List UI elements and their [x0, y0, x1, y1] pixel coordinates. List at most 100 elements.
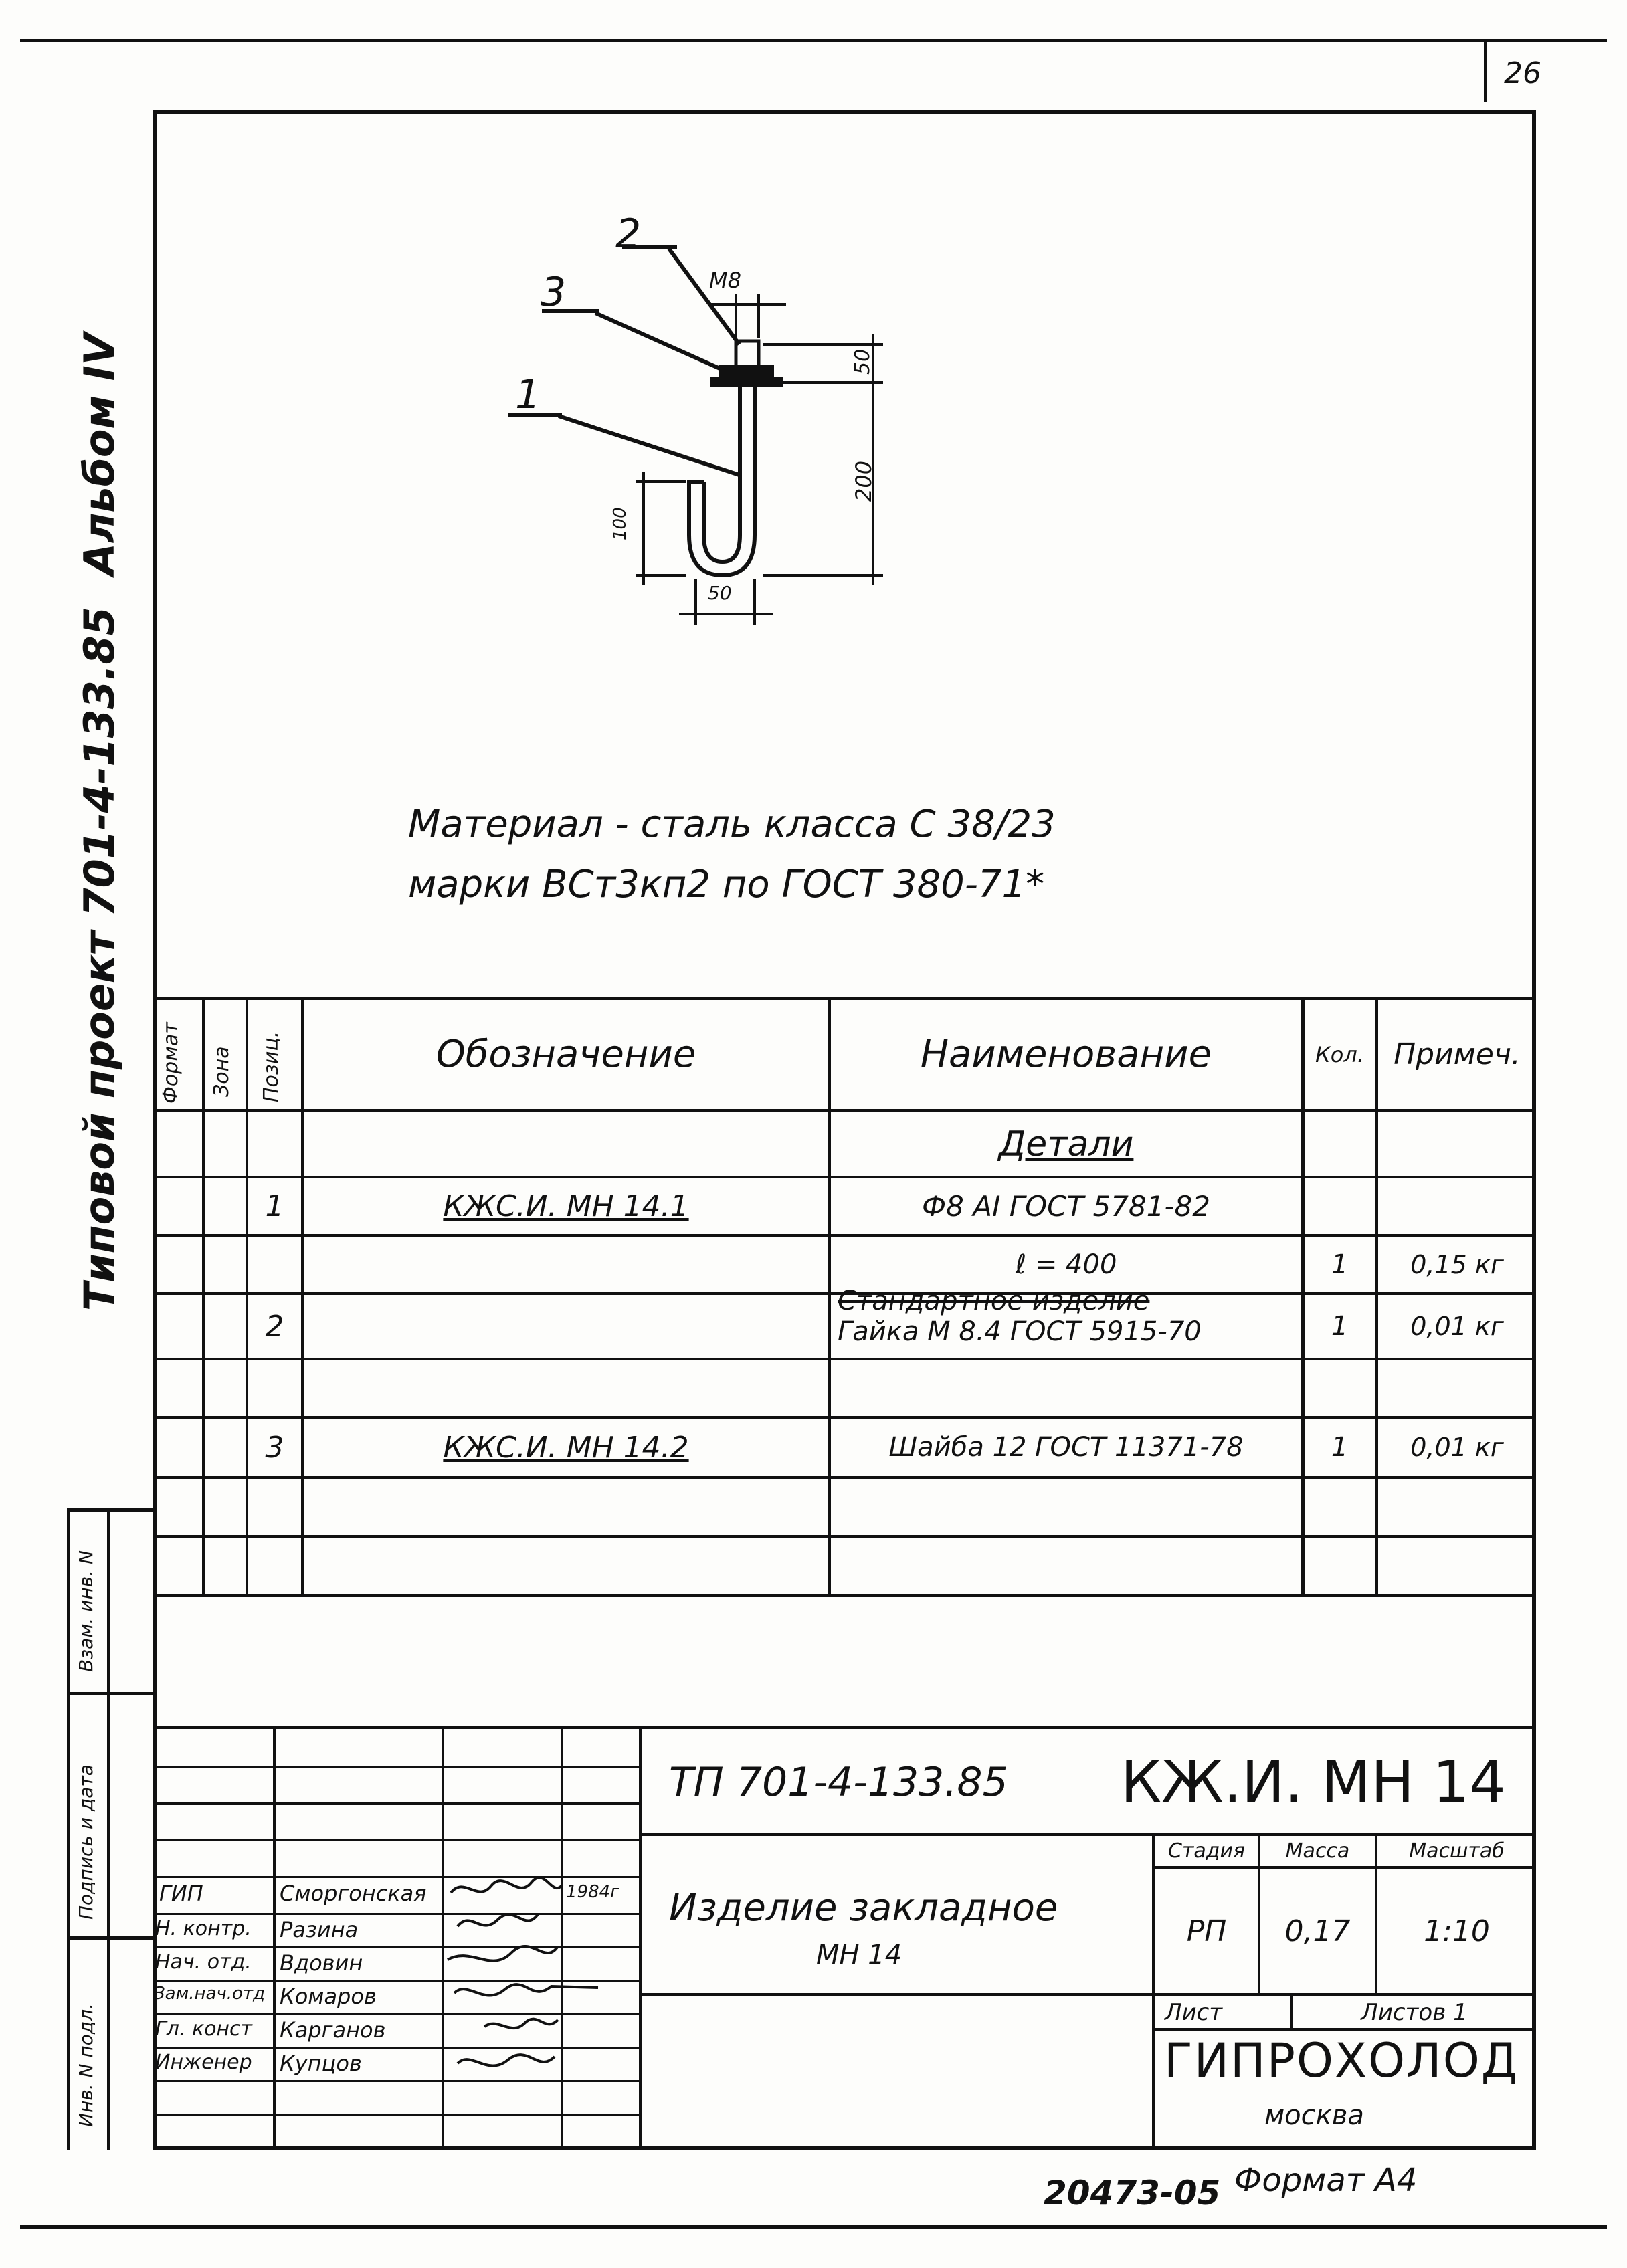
tb-code: ТП 701-4-133.85 — [669, 1759, 1008, 1806]
tb-l-h6 — [153, 1946, 641, 1948]
spec-top — [153, 997, 1536, 1000]
dim-length-label: 200 — [851, 460, 876, 502]
row4-note: 0,01 кг — [1410, 1433, 1504, 1462]
tb-date: 1984г — [566, 1882, 619, 1902]
tb-mass: 0,17 — [1284, 1914, 1351, 1948]
tb-l-h5 — [153, 1913, 641, 1915]
row2-note: 0,15 кг — [1410, 1249, 1504, 1279]
row3-note: 0,01 кг — [1410, 1312, 1504, 1341]
tb-l-h2 — [153, 1802, 641, 1805]
tb-r-v1 — [1152, 1833, 1155, 2150]
tb-sheets-label: Листов 1 — [1361, 1998, 1468, 2026]
anchor-drawing — [508, 245, 883, 625]
washer — [710, 377, 783, 387]
tb-r-v2 — [1258, 1833, 1260, 1993]
margin-inner — [107, 1508, 110, 2150]
margin-inv: Инв. N подл. — [75, 2003, 97, 2127]
side-project-title: Типовой проект 701-4-133.85 — [75, 607, 124, 1311]
staff-name-nkontr: Разина — [280, 1917, 359, 1942]
row2-qty: 1 — [1331, 1249, 1349, 1280]
spec-bottom — [153, 1594, 1536, 1597]
tb-stage: РП — [1186, 1914, 1227, 1948]
margin-vzam: Взам. инв. N — [75, 1550, 97, 1672]
tb-top — [153, 1726, 1536, 1729]
spec-col-1 — [202, 997, 205, 1595]
margin-sep-1 — [67, 1692, 154, 1695]
spec-col-2 — [246, 997, 248, 1595]
tb-l-v2 — [442, 1726, 444, 2150]
spec-row-line-7 — [153, 1535, 1536, 1538]
row2-name: ℓ = 400 — [1015, 1249, 1117, 1280]
tb-l-h3 — [153, 1839, 641, 1841]
header-pos: Позиц. — [260, 1031, 283, 1102]
sheet-bottom-rule — [20, 2225, 1607, 2229]
tb-r-h4 — [1152, 2028, 1536, 2031]
tb-l-h4 — [153, 1876, 641, 1878]
spec-row-line-3 — [153, 1292, 1536, 1295]
footer-archive: 20473-05 — [1044, 2174, 1221, 2212]
callout-leader-1b — [558, 414, 740, 477]
tb-r-v4 — [1290, 1993, 1293, 2028]
staff-name-glkonst: Карганов — [280, 2017, 386, 2043]
thread-end — [734, 339, 761, 370]
tb-title-line1: Изделие закладное — [669, 1886, 1058, 1930]
callout-1: 1 — [515, 371, 541, 418]
tb-l-h8 — [153, 2013, 641, 2015]
row3-qty: 1 — [1331, 1311, 1349, 1342]
dim-hook-depth-label: 100 — [610, 507, 630, 540]
spec-row-line-6 — [153, 1476, 1536, 1479]
staff-role-nkontr: Н. контр. — [155, 1917, 252, 1940]
row1-designation: КЖС.И. МН 14.1 — [443, 1189, 689, 1223]
staff-name-inzh: Купцов — [280, 2051, 362, 2076]
main-frame — [153, 110, 1536, 2150]
tb-mass-label: Масса — [1285, 1839, 1350, 1863]
tb-r-h1 — [639, 1833, 1536, 1836]
staff-name-nachotd: Вдовин — [280, 1950, 363, 1976]
tb-scale: 1:10 — [1424, 1914, 1490, 1948]
material-line-2: марки ВСт3кп2 по ГОСТ 380-71* — [408, 863, 1045, 906]
callout-2: 2 — [615, 211, 642, 257]
staff-role-zamnach: Зам.нач.отд — [154, 1984, 266, 2004]
tb-sheet-label: Лист — [1165, 1998, 1223, 2026]
row3-pos: 2 — [265, 1309, 284, 1344]
row4-designation: КЖС.И. МН 14.2 — [443, 1430, 689, 1465]
tb-org: ГИПРОХОЛОД — [1164, 2033, 1519, 2088]
tb-l-v4 — [639, 1726, 642, 2150]
tb-r-h3 — [639, 1993, 1536, 1996]
hook-outer — [687, 480, 757, 578]
tb-r-v3 — [1375, 1833, 1377, 1993]
tb-r-h2 — [1152, 1866, 1536, 1869]
tb-doc: КЖ.И. МН 14 — [1121, 1749, 1506, 1816]
margin-sep-2 — [67, 1936, 154, 1940]
tb-l-v1 — [273, 1726, 276, 2150]
header-note: Примеч. — [1394, 1037, 1521, 1071]
dim-top-label: 50 — [851, 348, 874, 375]
row4-qty: 1 — [1331, 1432, 1349, 1463]
header-designation: Обозначение — [436, 1033, 696, 1076]
dim-thread-label: M8 — [709, 268, 741, 293]
header-format: Формат — [159, 1022, 183, 1104]
tb-title-line2: МН 14 — [816, 1940, 902, 1970]
signatures — [447, 1876, 599, 2067]
spec-row-line-5 — [153, 1416, 1536, 1419]
staff-role-inzh: Инженер — [155, 2051, 252, 2074]
hook — [702, 482, 742, 564]
callout-leader-3b — [594, 311, 727, 373]
header-zone: Зона — [210, 1046, 233, 1097]
spec-col-4 — [828, 997, 831, 1595]
staff-role-nachotd: Нач. отд. — [155, 1950, 252, 1974]
tb-stage-label: Стадия — [1167, 1839, 1246, 1863]
tb-l-h7 — [153, 1980, 641, 1982]
spec-col-5 — [1301, 997, 1305, 1595]
spec-row-line-1 — [153, 1176, 1536, 1178]
row4-pos: 3 — [265, 1430, 284, 1465]
staff-name-gip: Сморгонская — [280, 1881, 427, 1906]
margin-podpis: Подпись и дата — [75, 1764, 97, 1920]
margin-outer — [67, 1508, 70, 2150]
page-number: 26 — [1504, 56, 1541, 90]
staff-role-glkonst: Гл. конст — [155, 2017, 253, 2041]
material-line-1: Материал - сталь класса С 38/23 — [408, 803, 1056, 846]
tb-l-h1 — [153, 1766, 641, 1768]
footer-format: Формат А4 — [1234, 2162, 1418, 2199]
